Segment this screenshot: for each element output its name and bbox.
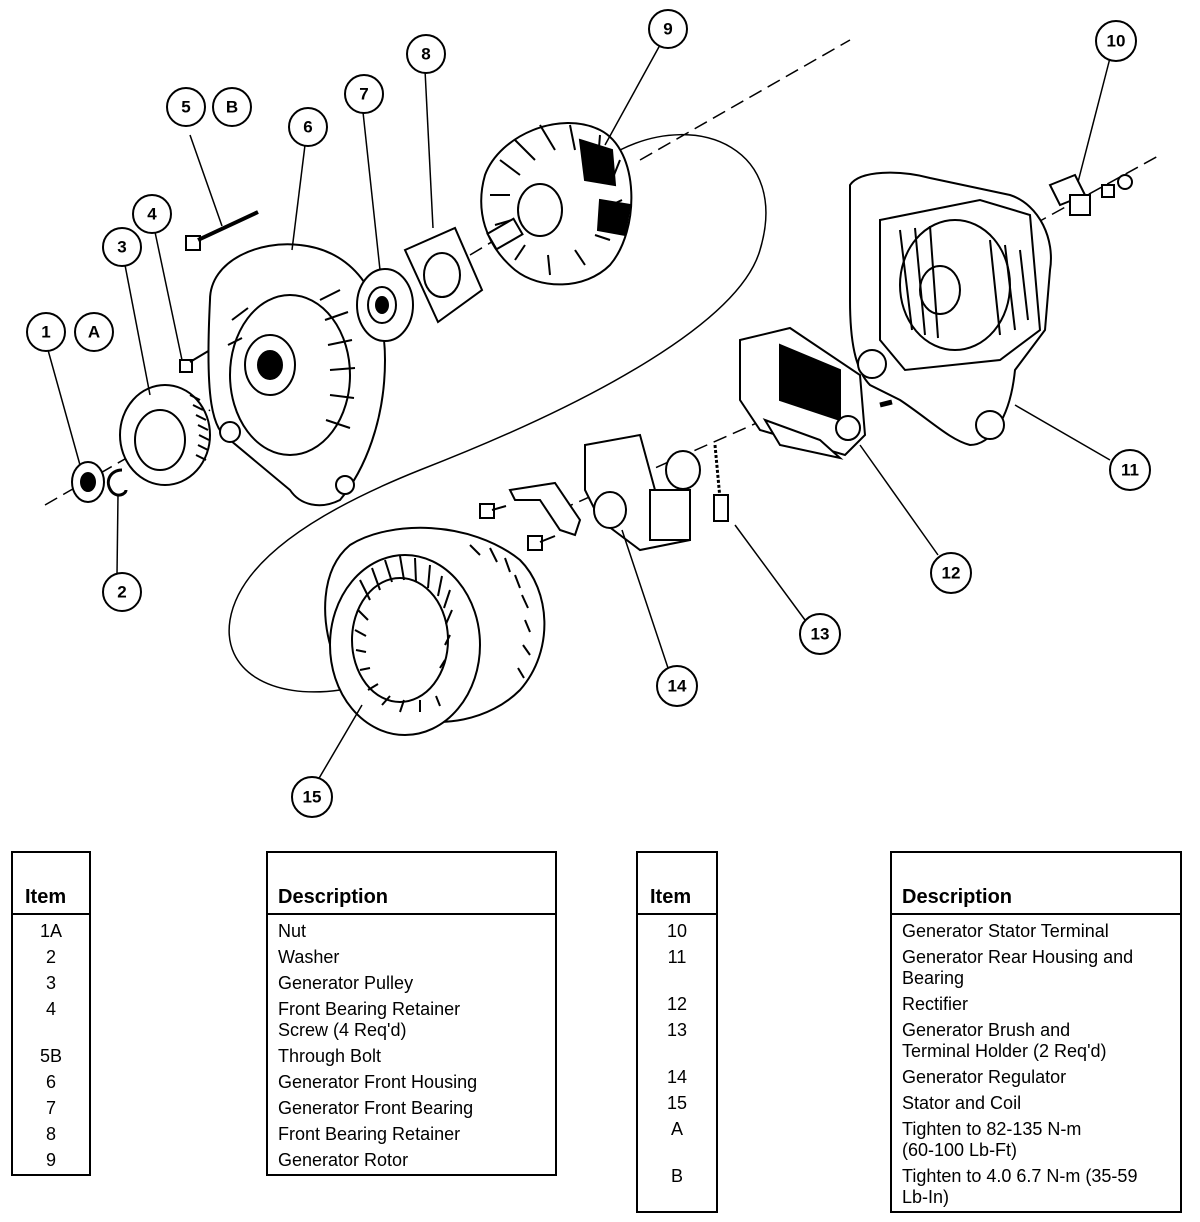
callout-a: A: [88, 323, 100, 342]
retainer-screw-part: [179, 349, 211, 373]
front-housing-part: [207, 243, 387, 507]
table-cell: 14: [666, 1067, 688, 1087]
table-cell: 10: [666, 921, 688, 941]
brush-holder-part: [713, 444, 729, 522]
left-item-column: Item 1A 2 3 4 5B 6 7 8 9: [11, 851, 91, 1176]
stator-loop-line: [228, 134, 767, 693]
rotor-part: [480, 121, 633, 286]
callout-9: 9: [663, 20, 672, 39]
left-item-header: Item: [13, 853, 89, 915]
callout-b: B: [226, 98, 238, 117]
stator-terminal-part: [1048, 173, 1133, 216]
table-cell: Generator Rear Housing and: [902, 947, 1134, 967]
table-cell: Generator Front Housing: [278, 1072, 478, 1092]
table-cell: 12: [666, 994, 688, 1014]
rear-housing-part: [849, 171, 1052, 447]
callout-11: 11: [1121, 461, 1139, 480]
table-cell: Front Bearing Retainer: [278, 1124, 461, 1144]
rectifier-part: [739, 326, 893, 460]
bearing-retainer-part: [403, 226, 484, 324]
left-description-header-label: Description: [278, 886, 389, 908]
table-cell: Lb-In): [902, 1187, 950, 1207]
table-cell: Generator Pulley: [278, 973, 414, 993]
callout-15: 15: [303, 788, 322, 807]
callout-6: 6: [303, 118, 312, 137]
stator-part: [324, 526, 546, 736]
table-cell: A: [670, 1119, 683, 1139]
table-cell: Front Bearing Retainer: [278, 999, 461, 1019]
table-cell: Screw (4 Req'd): [278, 1020, 407, 1040]
left-description-header: Description: [268, 853, 555, 915]
pulley-part: [119, 384, 211, 486]
callout-13: 13: [811, 625, 830, 644]
callout-8: 8: [421, 45, 430, 64]
right-item-column: Item 10 11 12 13 14 15 A B: [636, 851, 718, 1213]
callout-3: 3: [117, 238, 126, 257]
nut-part: [71, 461, 105, 503]
table-cell: Terminal Holder (2 Req'd): [902, 1041, 1107, 1061]
callout-2: 2: [117, 583, 126, 602]
right-description-header-label: Description: [902, 886, 1013, 908]
right-description-header: Description: [892, 853, 1180, 915]
table-cell: 3: [45, 973, 56, 993]
table-cell: 1A: [39, 921, 63, 941]
table-cell: Generator Stator Terminal: [902, 921, 1109, 941]
table-cell: 15: [666, 1093, 688, 1113]
callout-12: 12: [942, 564, 961, 583]
table-cell: 8: [45, 1124, 56, 1144]
callout-5: 5: [181, 98, 190, 117]
table-cell: B: [670, 1166, 683, 1186]
table-cell: Generator Brush and: [902, 1020, 1071, 1040]
table-cell: Generator Rotor: [278, 1150, 409, 1170]
alternator-exploded-diagram: 1 A 2 3 4 5 B 6 7 8 9 10 11 12 13 14 15: [26, 9, 1161, 818]
table-cell: 9: [45, 1150, 56, 1170]
right-description-column: Description Generator Stator Terminal Ge…: [890, 851, 1182, 1213]
table-cell: Washer: [278, 947, 340, 967]
through-bolt-part: [185, 210, 259, 251]
table-cell: 11: [667, 947, 687, 967]
table-cell: Stator and Coil: [902, 1093, 1022, 1113]
callout-4: 4: [147, 205, 157, 224]
table-cell: Tighten to 82-135 N-m: [902, 1119, 1082, 1139]
callout-7: 7: [359, 85, 368, 104]
table-cell: 2: [45, 947, 56, 967]
table-cell: Bearing: [902, 968, 965, 988]
rear-axis-line: [959, 154, 1161, 266]
callout-10: 10: [1107, 32, 1126, 51]
table-cell: Tighten to 4.0 6.7 N-m (35-59: [902, 1166, 1138, 1186]
table-cell: Through Bolt: [278, 1046, 382, 1066]
table-cell: 5B: [39, 1046, 63, 1066]
table-cell: Generator Front Bearing: [278, 1098, 474, 1118]
table-cell: 4: [45, 999, 56, 1019]
table-cell: 6: [45, 1072, 56, 1092]
left-item-header-label: Item: [25, 886, 67, 908]
table-cell: 7: [45, 1098, 56, 1118]
table-cell: Nut: [278, 921, 307, 941]
right-item-header: Item: [638, 853, 716, 915]
front-bearing-part: [356, 268, 414, 342]
callout-14: 14: [668, 677, 687, 696]
table-cell: Generator Regulator: [902, 1067, 1067, 1087]
regulator-part: [479, 433, 701, 552]
table-cell: 13: [666, 1020, 688, 1040]
washer-part: [106, 468, 128, 497]
left-description-column: Description Nut Washer Generator Pulley …: [266, 851, 557, 1176]
table-cell: Rectifier: [902, 994, 969, 1014]
right-item-header-label: Item: [650, 886, 692, 908]
callout-1: 1: [41, 323, 50, 342]
table-cell: (60-100 Lb-Ft): [902, 1140, 1018, 1160]
